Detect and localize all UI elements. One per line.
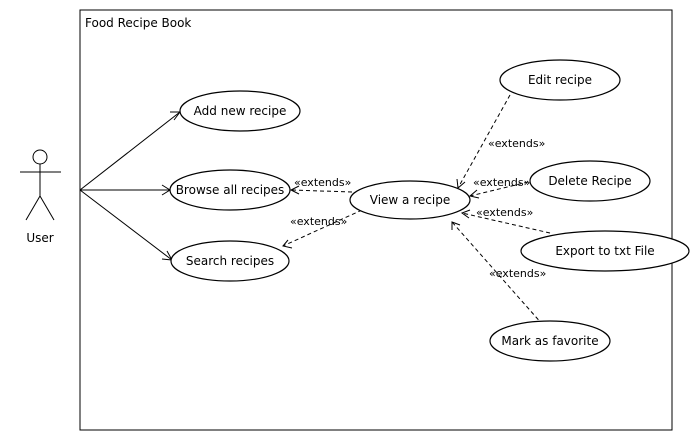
use-case-view-a-recipe: View a recipe bbox=[349, 180, 471, 220]
extend-view-search bbox=[282, 209, 363, 247]
use-case-label: Export to txt File bbox=[555, 244, 654, 258]
extend-favorite-view bbox=[451, 221, 544, 326]
actor-user: User bbox=[20, 149, 61, 245]
extend-view-search-label: «extends» bbox=[290, 215, 347, 228]
extend-view-search-head bbox=[282, 239, 293, 249]
use-case-label: View a recipe bbox=[370, 193, 450, 207]
extend-edit-view-label: «extends» bbox=[488, 137, 545, 150]
use-case-label: Add new recipe bbox=[194, 104, 287, 118]
assoc-add-new bbox=[79, 111, 181, 191]
extend-edit-view bbox=[457, 94, 511, 189]
actor-left-leg bbox=[25, 195, 41, 221]
extend-view-browse-head bbox=[289, 185, 300, 195]
actor-right-leg bbox=[39, 195, 55, 221]
extend-delete-view-head bbox=[468, 189, 480, 199]
use-case-label: Mark as favorite bbox=[501, 334, 598, 348]
extend-delete-view-label: «extends» bbox=[473, 176, 530, 189]
use-case-add-new-recipe: Add new recipe bbox=[179, 90, 301, 132]
extend-favorite-view-label: «extends» bbox=[489, 267, 546, 280]
extend-export-view-head bbox=[460, 209, 471, 219]
use-case-label: Search recipes bbox=[186, 254, 274, 268]
extend-export-view-label: «extends» bbox=[476, 206, 533, 219]
use-case-edit-recipe: Edit recipe bbox=[499, 59, 621, 101]
use-case-label: Browse all recipes bbox=[176, 183, 285, 197]
use-case-mark-as-favorite: Mark as favorite bbox=[489, 320, 611, 362]
use-case-search-recipes: Search recipes bbox=[170, 240, 290, 282]
use-case-export-to-txt-file: Export to txt File bbox=[520, 230, 690, 272]
use-case-delete-recipe: Delete Recipe bbox=[529, 160, 651, 202]
use-case-label: Delete Recipe bbox=[548, 174, 631, 188]
actor-head bbox=[32, 149, 48, 165]
extend-view-browse-label: «extends» bbox=[294, 176, 351, 189]
extend-favorite-view-head bbox=[451, 221, 461, 230]
extend-delete-view bbox=[469, 181, 529, 197]
extend-view-browse bbox=[290, 189, 353, 193]
extend-export-view bbox=[461, 212, 551, 234]
system-title: Food Recipe Book bbox=[85, 16, 191, 30]
actor-label: User bbox=[26, 231, 53, 245]
system-boundary bbox=[79, 9, 673, 431]
assoc-search bbox=[79, 189, 173, 261]
use-case-browse-all-recipes: Browse all recipes bbox=[169, 169, 291, 211]
use-case-label: Edit recipe bbox=[528, 73, 592, 87]
